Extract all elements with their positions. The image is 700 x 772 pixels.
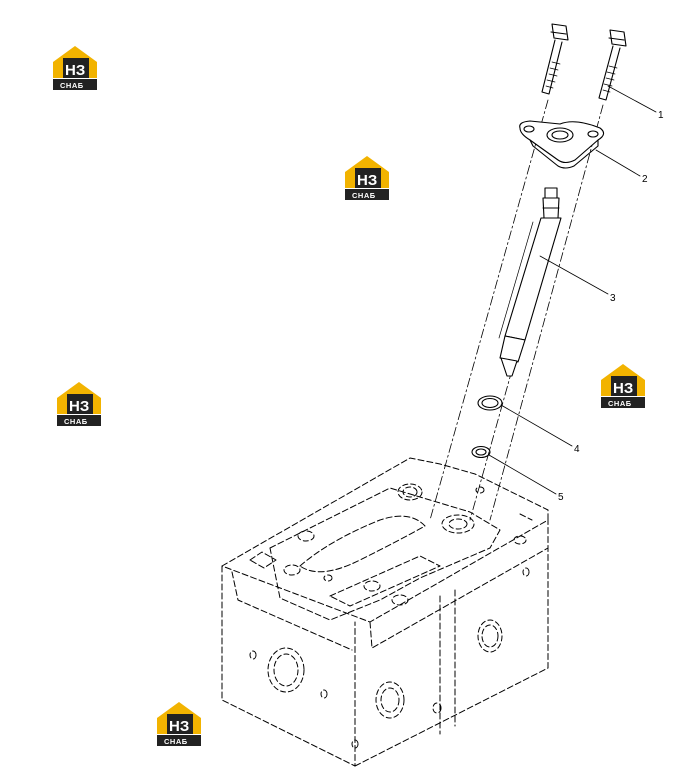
svg-text:НЗ: НЗ [69,398,89,415]
house-logo-icon: НЗ СНАБ [53,46,97,90]
callout-5: 5 [558,492,564,503]
house-logo-icon: НЗ СНАБ [601,364,645,408]
svg-text:СНАБ: СНАБ [608,399,632,408]
svg-text:НЗ: НЗ [357,172,377,189]
callout-labels: 1 2 3 4 5 [558,110,664,503]
callout-4: 4 [574,444,580,455]
svg-text:НЗ: НЗ [613,380,633,397]
part-1-bolt-left [541,23,569,95]
watermark-logo-4: НЗ СНАБ [598,362,648,412]
part-2-clamp [519,120,605,169]
watermark-logo-3: НЗ СНАБ [54,380,104,430]
assembly-axis-lines [429,99,604,521]
cylinder-head-holes [249,483,530,749]
callout-1: 1 [658,110,664,121]
cylinder-head [221,457,549,767]
watermark-logo-2: НЗ СНАБ [342,154,392,204]
svg-text:СНАБ: СНАБ [352,191,376,200]
watermark-logo-1: НЗ СНАБ [50,44,100,94]
svg-text:НЗ: НЗ [169,718,189,735]
part-1-bolt-right [598,29,627,101]
part-5-washer [471,445,491,459]
callout-3: 3 [610,293,616,304]
part-3-injector [498,187,562,377]
house-logo-icon: НЗ СНАБ [57,382,101,426]
leader-lines [488,85,657,495]
svg-text:НЗ: НЗ [65,62,85,79]
part-4-o-ring [477,395,503,411]
house-logo-icon: НЗ СНАБ [157,702,201,746]
house-logo-icon: НЗ СНАБ [345,156,389,200]
svg-text:СНАБ: СНАБ [164,737,188,746]
svg-text:СНАБ: СНАБ [64,417,88,426]
watermark-logo-5: НЗ СНАБ [154,700,204,750]
svg-text:СНАБ: СНАБ [60,81,84,90]
callout-2: 2 [642,174,648,185]
